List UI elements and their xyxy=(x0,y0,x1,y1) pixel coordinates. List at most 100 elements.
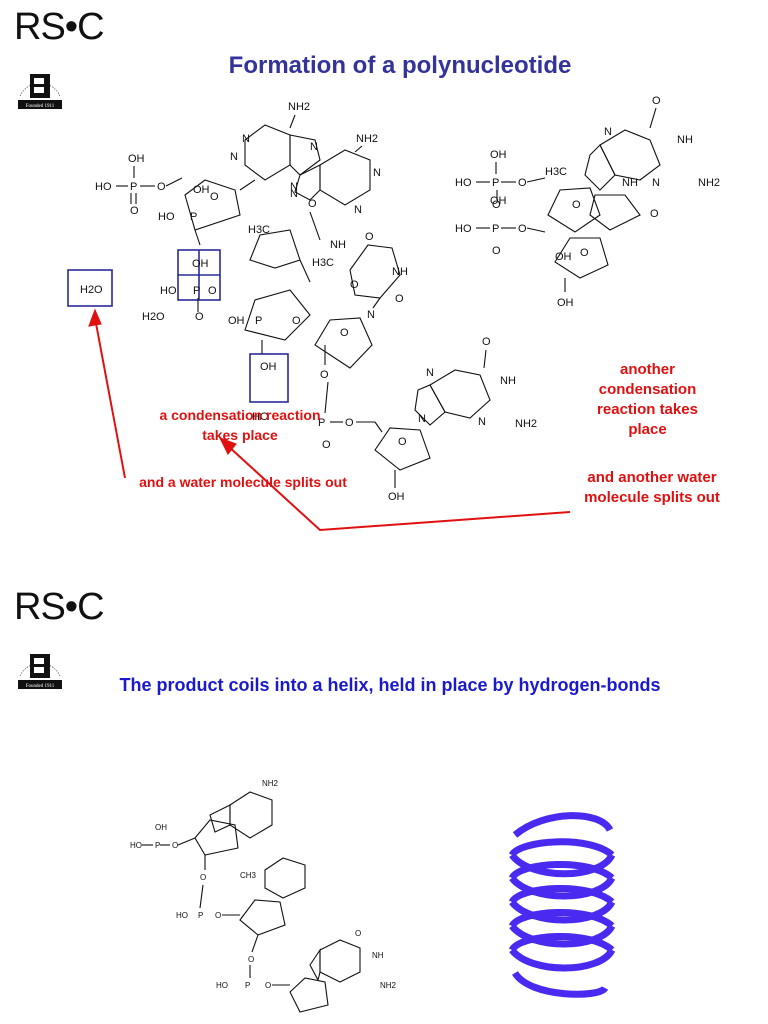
svg-text:O: O xyxy=(492,199,501,211)
right-dinucleotide-structure: OH HO P O O OH HO P O O H3C O O OH OH xyxy=(455,95,720,309)
annotation-arrows xyxy=(88,308,571,532)
svg-text:NH: NH xyxy=(500,375,516,387)
svg-text:N: N xyxy=(652,177,660,189)
svg-text:H2O: H2O xyxy=(80,284,103,296)
svg-text:HO: HO xyxy=(455,223,472,235)
sugar-ring-2: H3C NH O xyxy=(248,198,346,283)
svg-text:O: O xyxy=(215,911,221,920)
svg-text:P: P xyxy=(245,981,250,990)
svg-text:O: O xyxy=(130,205,139,217)
condensation-note: a condensation reaction takes place xyxy=(159,407,321,443)
svg-text:OH: OH xyxy=(128,153,145,165)
svg-text:O: O xyxy=(398,436,407,448)
slide-helix: RS•C Founded 1911 The product coils into… xyxy=(0,580,768,1024)
svg-text:P: P xyxy=(193,285,200,297)
svg-text:H3C: H3C xyxy=(545,166,567,178)
svg-text:HO: HO xyxy=(130,841,142,850)
svg-text:NH: NH xyxy=(372,951,384,960)
svg-text:P: P xyxy=(492,223,499,235)
svg-text:OH: OH xyxy=(260,361,277,373)
svg-text:H2O: H2O xyxy=(142,311,165,323)
svg-text:N: N xyxy=(230,151,238,163)
svg-text:NH2: NH2 xyxy=(515,418,537,430)
svg-text:O: O xyxy=(340,327,349,339)
svg-text:O: O xyxy=(482,336,491,348)
svg-text:O: O xyxy=(350,279,359,291)
guanine-base-bottom: O NH NH2 N N N O OH xyxy=(374,336,537,503)
svg-text:O: O xyxy=(200,873,206,882)
svg-text:P: P xyxy=(318,417,325,429)
svg-text:NH2: NH2 xyxy=(262,779,279,788)
another-condensation-note: another condensation reaction takes plac… xyxy=(597,361,698,438)
svg-text:O: O xyxy=(518,223,527,235)
slide-polynucleotide-formation: RS•C Founded 1911 Formation of a polynuc… xyxy=(14,8,720,532)
svg-text:NH: NH xyxy=(392,266,408,278)
svg-text:OH: OH xyxy=(555,251,572,263)
adenine-base-2: NH2 N N N xyxy=(290,133,381,216)
sugar-ring-1: O OH HO P xyxy=(158,179,241,246)
svg-text:O: O xyxy=(355,929,361,938)
svg-text:P: P xyxy=(255,315,262,327)
svg-text:N: N xyxy=(418,413,426,425)
svg-text:NH2: NH2 xyxy=(698,177,720,189)
svg-text:NH2: NH2 xyxy=(380,981,397,990)
svg-text:OH: OH xyxy=(557,297,574,309)
svg-text:N: N xyxy=(367,309,375,321)
svg-text:OH: OH xyxy=(490,149,507,161)
svg-text:O: O xyxy=(210,191,219,203)
svg-text:NH: NH xyxy=(677,134,693,146)
svg-text:P: P xyxy=(198,911,203,920)
svg-text:HO: HO xyxy=(455,177,472,189)
svg-text:N: N xyxy=(604,126,612,138)
slide-title: The product coils into a helix, held in … xyxy=(119,675,661,695)
svg-text:P: P xyxy=(190,211,197,223)
svg-text:N: N xyxy=(290,181,298,193)
svg-text:N: N xyxy=(478,416,486,428)
svg-text:Founded 1911: Founded 1911 xyxy=(26,684,55,689)
svg-text:HO: HO xyxy=(158,211,175,223)
svg-text:O: O xyxy=(572,199,581,211)
svg-text:O: O xyxy=(345,417,354,429)
svg-text:O: O xyxy=(365,231,374,243)
svg-text:P: P xyxy=(492,177,499,189)
biochemical-society-badge: Founded 1911 xyxy=(18,74,62,109)
svg-text:N: N xyxy=(354,204,362,216)
svg-text:O: O xyxy=(248,955,254,964)
svg-text:O: O xyxy=(172,841,178,850)
svg-text:O: O xyxy=(518,177,527,189)
svg-text:N: N xyxy=(290,188,298,200)
svg-text:N: N xyxy=(426,367,434,379)
svg-text:OH: OH xyxy=(155,823,167,832)
middle-phosphate-group: OH HO P O O H2O xyxy=(142,249,221,323)
svg-text:H3C: H3C xyxy=(312,257,334,269)
another-water-note: and another water molecule splits out xyxy=(584,469,720,506)
oh-highlight-box-2 xyxy=(249,353,289,403)
svg-text:HO: HO xyxy=(95,181,112,193)
svg-text:O: O xyxy=(157,181,166,193)
polynucleotide-structure-diagram: OH HO P O O O OH HO P NH2 N N N xyxy=(67,95,720,532)
svg-text:CH3: CH3 xyxy=(240,871,257,880)
svg-text:HO: HO xyxy=(160,285,177,297)
svg-text:NH2: NH2 xyxy=(356,133,378,145)
svg-text:NH: NH xyxy=(622,177,638,189)
svg-text:O: O xyxy=(322,439,331,451)
svg-text:P: P xyxy=(130,181,137,193)
svg-text:O: O xyxy=(492,245,501,257)
helix-coil-graphic xyxy=(508,812,616,998)
water-molecule-box xyxy=(67,269,113,307)
svg-text:H3C: H3C xyxy=(248,224,270,236)
svg-text:OH: OH xyxy=(490,195,507,207)
svg-text:O: O xyxy=(650,208,659,220)
svg-text:OH: OH xyxy=(228,315,245,327)
svg-text:HO: HO xyxy=(252,411,269,423)
left-phosphate-group: OH HO P O O xyxy=(95,153,183,217)
svg-text:O: O xyxy=(292,315,301,327)
rsc-logo: RS•C xyxy=(14,586,105,628)
svg-text:NH2: NH2 xyxy=(288,101,310,113)
water-note: and a water molecule splits out xyxy=(139,474,347,490)
svg-text:OH: OH xyxy=(192,258,209,270)
svg-text:O: O xyxy=(308,198,317,210)
svg-text:O: O xyxy=(395,293,404,305)
svg-text:N: N xyxy=(310,141,318,153)
svg-text:O: O xyxy=(265,981,271,990)
